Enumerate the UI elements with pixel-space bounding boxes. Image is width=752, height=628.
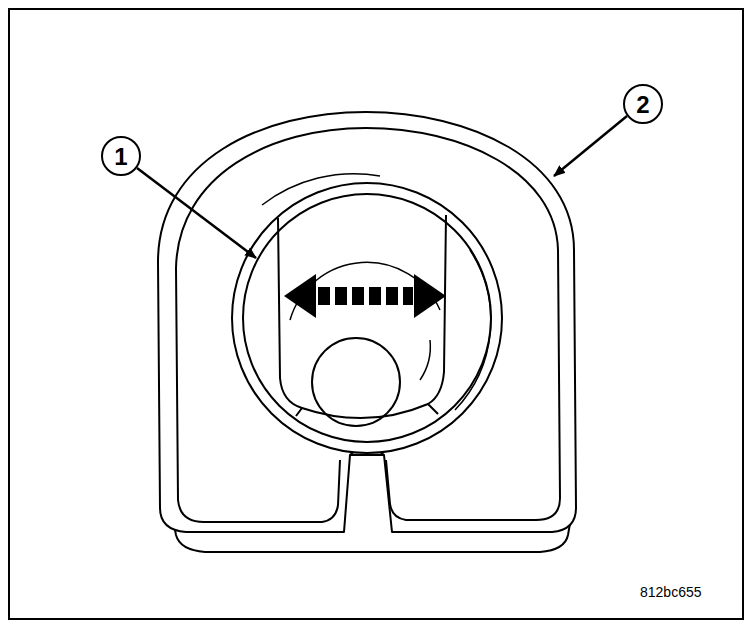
shaft-hole bbox=[312, 338, 400, 426]
leader-line bbox=[137, 168, 256, 258]
bushing-outline bbox=[158, 112, 576, 532]
shading-line bbox=[420, 340, 430, 380]
figure-code: 812bc655 bbox=[640, 585, 702, 599]
hole-inner-ring bbox=[243, 194, 491, 442]
hole-outer-ring bbox=[232, 183, 502, 453]
shading-line bbox=[455, 250, 491, 410]
tab-right-edge bbox=[428, 215, 446, 414]
frame bbox=[9, 9, 743, 619]
callout-circle bbox=[102, 137, 140, 175]
callout-number: 1 bbox=[114, 145, 127, 169]
callout-number: 2 bbox=[636, 93, 649, 117]
movement-arrow bbox=[284, 274, 446, 318]
shading-line bbox=[262, 174, 380, 205]
tab-left-edge bbox=[278, 218, 302, 416]
callout-circle bbox=[624, 85, 662, 123]
leader-line bbox=[554, 116, 627, 176]
tab-bottom bbox=[302, 404, 428, 418]
